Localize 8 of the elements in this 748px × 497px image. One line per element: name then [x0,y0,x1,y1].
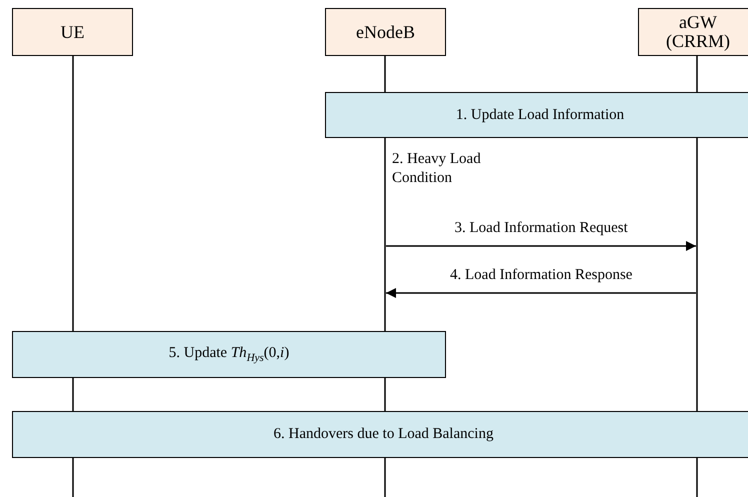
message-arrow [386,241,696,251]
process-band: 5. Update Th$_{Hys}$(0,i) [12,331,446,378]
process-band: 6. Handovers due to Load Balancing [12,411,748,458]
message-label: 4. Load Information Response [448,267,634,284]
message-arrow [386,288,696,298]
process-band: 1. Update Load Information [325,92,748,138]
condition-note: 2. Heavy Load Condition [392,150,482,188]
message-label: 3. Load Information Request [452,220,630,237]
